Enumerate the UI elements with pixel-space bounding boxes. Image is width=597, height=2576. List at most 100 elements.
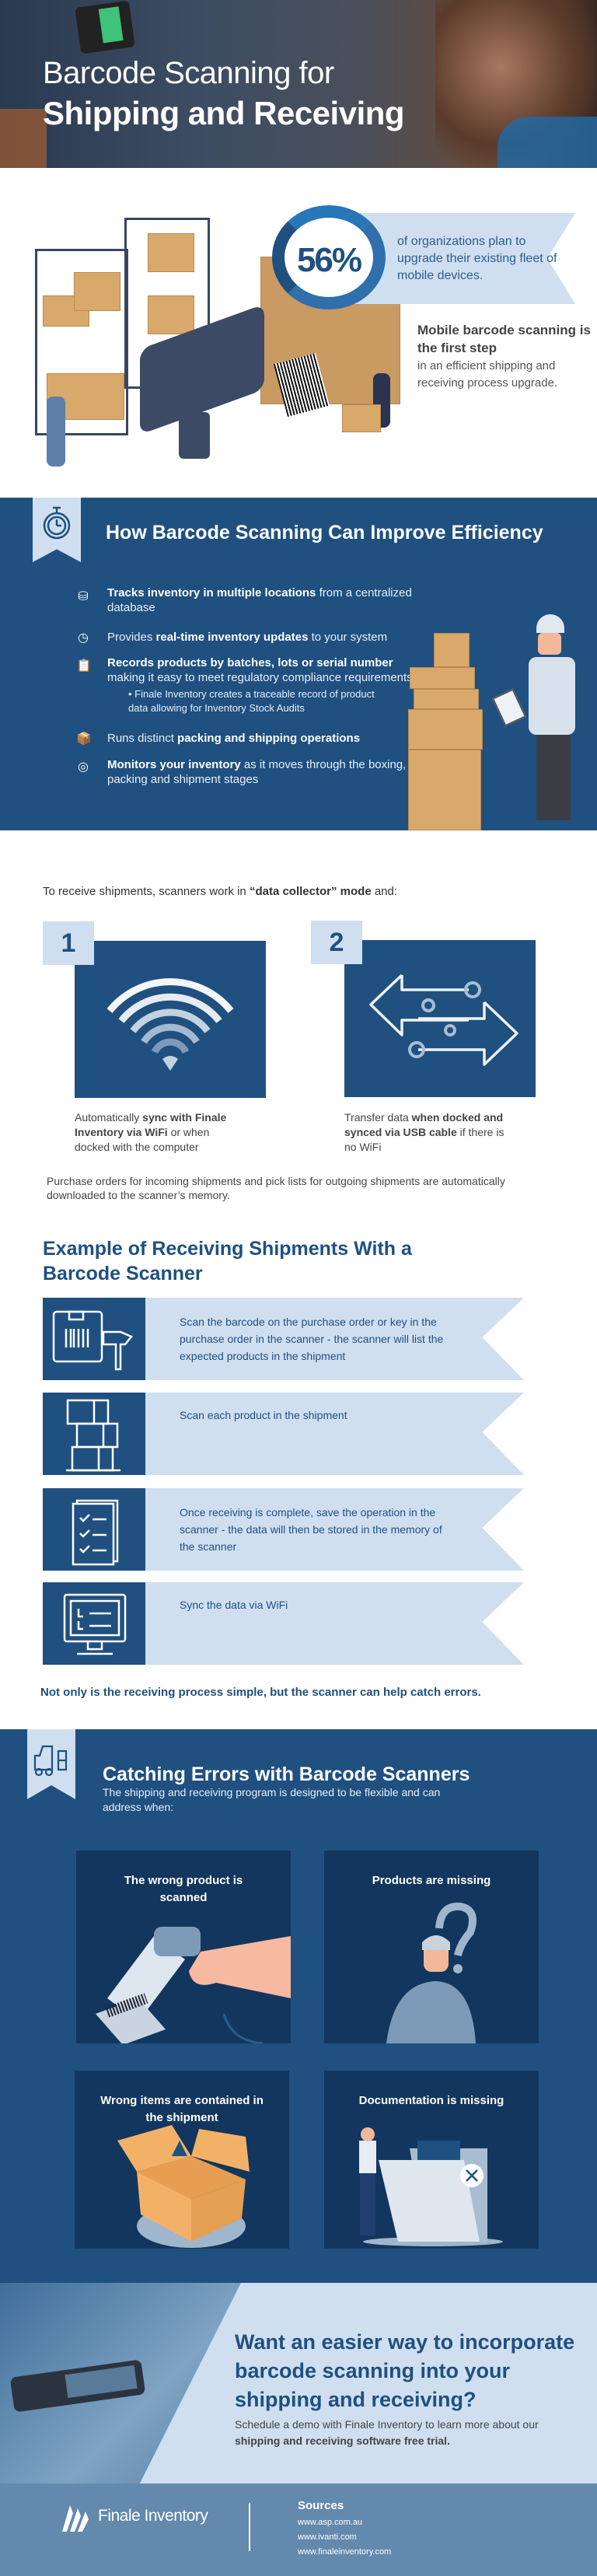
item-bold: real-time inventory updates	[155, 631, 309, 644]
finale-logo-icon	[62, 2505, 89, 2532]
hero-title-line2: Shipping and Receiving	[43, 95, 405, 131]
database-icon: ⛁	[78, 590, 89, 603]
shelf-rack	[35, 249, 128, 435]
modes-intro: To receive shipments, scanners work in “…	[43, 885, 397, 898]
cta-sub-text: Schedule a demo with Finale Inventory to…	[235, 2418, 539, 2431]
cap	[536, 614, 564, 633]
modes-footnote: Purchase orders for incoming shipments a…	[47, 1175, 505, 1201]
source-link[interactable]: www.finaleinventory.com	[298, 2547, 392, 2557]
step-card-transfer	[344, 940, 536, 1097]
stopwatch-icon	[43, 506, 71, 540]
efficiency-section	[0, 498, 597, 830]
source-link[interactable]: www.asp.com.au	[298, 2518, 363, 2527]
item-bold: Monitors your inventory	[107, 758, 241, 771]
hero-title-line1: Barcode Scanning for	[43, 56, 334, 90]
efficiency-item: Tracks inventory in multiple locations f…	[107, 585, 418, 615]
error-card: The wrong product is scanned	[76, 1851, 291, 2043]
worker-pants	[536, 735, 571, 820]
item-bold: Tracks inventory in multiple locations	[107, 586, 316, 599]
hero-photo-phone	[75, 0, 135, 54]
box	[74, 272, 120, 311]
error-card: Products are missing	[324, 1851, 539, 2043]
error-card: Documentation is missing	[324, 2071, 539, 2249]
worker-figure	[47, 397, 65, 467]
stat-value: 56%	[296, 241, 362, 279]
confused-man-illustration	[386, 1902, 477, 2043]
open-box-illustration	[117, 2125, 250, 2248]
worker-shirt	[529, 657, 575, 735]
example-step-text: Scan the barcode on the purchase order o…	[180, 1316, 444, 1362]
forklift-icon	[33, 1745, 68, 1777]
example-step-banner	[145, 1298, 524, 1380]
intro-text: and:	[371, 885, 398, 898]
efficiency-subitem: • Finale Inventory creates a traceable r…	[128, 688, 375, 714]
item-text: Runs distinct	[107, 732, 178, 745]
error-card-title: The wrong product is scanned	[124, 1874, 243, 1904]
hero-photo-shelf	[0, 109, 47, 168]
item-text: making it easy to meet regulatory compli…	[107, 671, 413, 684]
step-caption: Transfer data when docked and synced via…	[344, 1110, 515, 1155]
example-title: Example of Receiving Shipments With a Ba…	[43, 1238, 412, 1285]
step-number: 1	[43, 921, 94, 965]
efficiency-item: Monitors your inventory as it moves thro…	[107, 757, 410, 787]
wifi-icon	[106, 978, 234, 1071]
cta-subtext: Schedule a demo with Finale Inventory to…	[235, 2417, 561, 2449]
example-step-banner	[145, 1582, 524, 1665]
error-card-title: Wrong items are contained in the shipmen…	[100, 2094, 264, 2124]
free-trial-link[interactable]: shipping and receiving software free tri…	[235, 2434, 450, 2447]
checklist-icon	[43, 1488, 145, 1571]
box	[148, 295, 194, 334]
item-text: as it moves through the boxing, packing …	[107, 758, 407, 786]
step-number: 2	[311, 921, 362, 964]
open-box-icon: 📦	[76, 732, 92, 746]
footer-divider	[249, 2503, 250, 2551]
step-card-wifi	[75, 941, 266, 1098]
radar-icon: ◎	[78, 760, 89, 774]
transfer-arrows-icon	[369, 973, 518, 1066]
errors-title: Catching Errors with Barcode Scanners	[103, 1763, 470, 1785]
caption-bold: when docked and synced via USB cable	[344, 1111, 504, 1138]
box-scanner-icon	[43, 1298, 145, 1380]
item-text: from a centralized database	[107, 586, 412, 614]
caption-text: or when docked with the computer	[75, 1126, 210, 1153]
stat-ring: 56%	[272, 205, 386, 309]
finale-logo-text: Finale Inventory	[98, 2507, 208, 2525]
clipboard	[491, 688, 527, 727]
caption-bold: sync with Finale Inventory via WiFi	[75, 1111, 227, 1138]
box	[434, 633, 470, 667]
box	[414, 689, 479, 709]
efficiency-item: Runs distinct packing and shipping opera…	[107, 731, 418, 746]
hero-photo-jacket	[498, 117, 597, 168]
missing-document-illustration	[359, 2127, 503, 2246]
mobile-scanning-text: Mobile barcode scanning is the first ste…	[417, 322, 596, 392]
box	[410, 667, 475, 689]
example-step-text: Sync the data via WiFi	[180, 1599, 288, 1611]
example-step-text: Scan each product in the shipment	[180, 1409, 347, 1421]
stat-text: of organizations plan to upgrade their e…	[397, 235, 557, 282]
caption-text: if there is no WiFi	[344, 1126, 504, 1153]
item-text: to your system	[308, 631, 388, 644]
item-bold: Records products by batches, lots or ser…	[107, 656, 393, 669]
box	[408, 709, 483, 750]
error-card: Wrong items are contained in the shipmen…	[75, 2071, 289, 2249]
caption-text: Automatically	[75, 1111, 143, 1124]
error-card-title: Products are missing	[372, 1874, 491, 1887]
cta-heading: Want an easier way to incorporate barcod…	[235, 2330, 575, 2411]
efficiency-item: Records products by batches, lots or ser…	[107, 655, 414, 685]
box	[408, 750, 481, 830]
source-link[interactable]: www.ivanti.com	[298, 2532, 357, 2542]
clipboard-icon: 📋	[76, 659, 92, 673]
finale-logo[interactable]: Finale Inventory	[62, 2501, 210, 2532]
errors-lead-note: Not only is the receiving process simple…	[40, 1686, 481, 1699]
example-step-banner	[145, 1393, 524, 1475]
errors-subtitle: The shipping and receiving program is de…	[103, 1786, 441, 1813]
error-card-title: Documentation is missing	[358, 2094, 504, 2107]
hero-banner: Barcode Scanning for Shipping and Receiv…	[0, 0, 597, 168]
subitem-text: Finale Inventory creates a traceable rec…	[128, 688, 375, 714]
warehouse-illustration	[31, 187, 420, 467]
worker-with-boxes-illustration	[404, 614, 591, 830]
worker-head	[538, 633, 561, 655]
intro-bold: “data collector” mode	[249, 885, 372, 898]
item-text: Provides	[107, 631, 156, 644]
scanner-grip	[179, 412, 210, 459]
